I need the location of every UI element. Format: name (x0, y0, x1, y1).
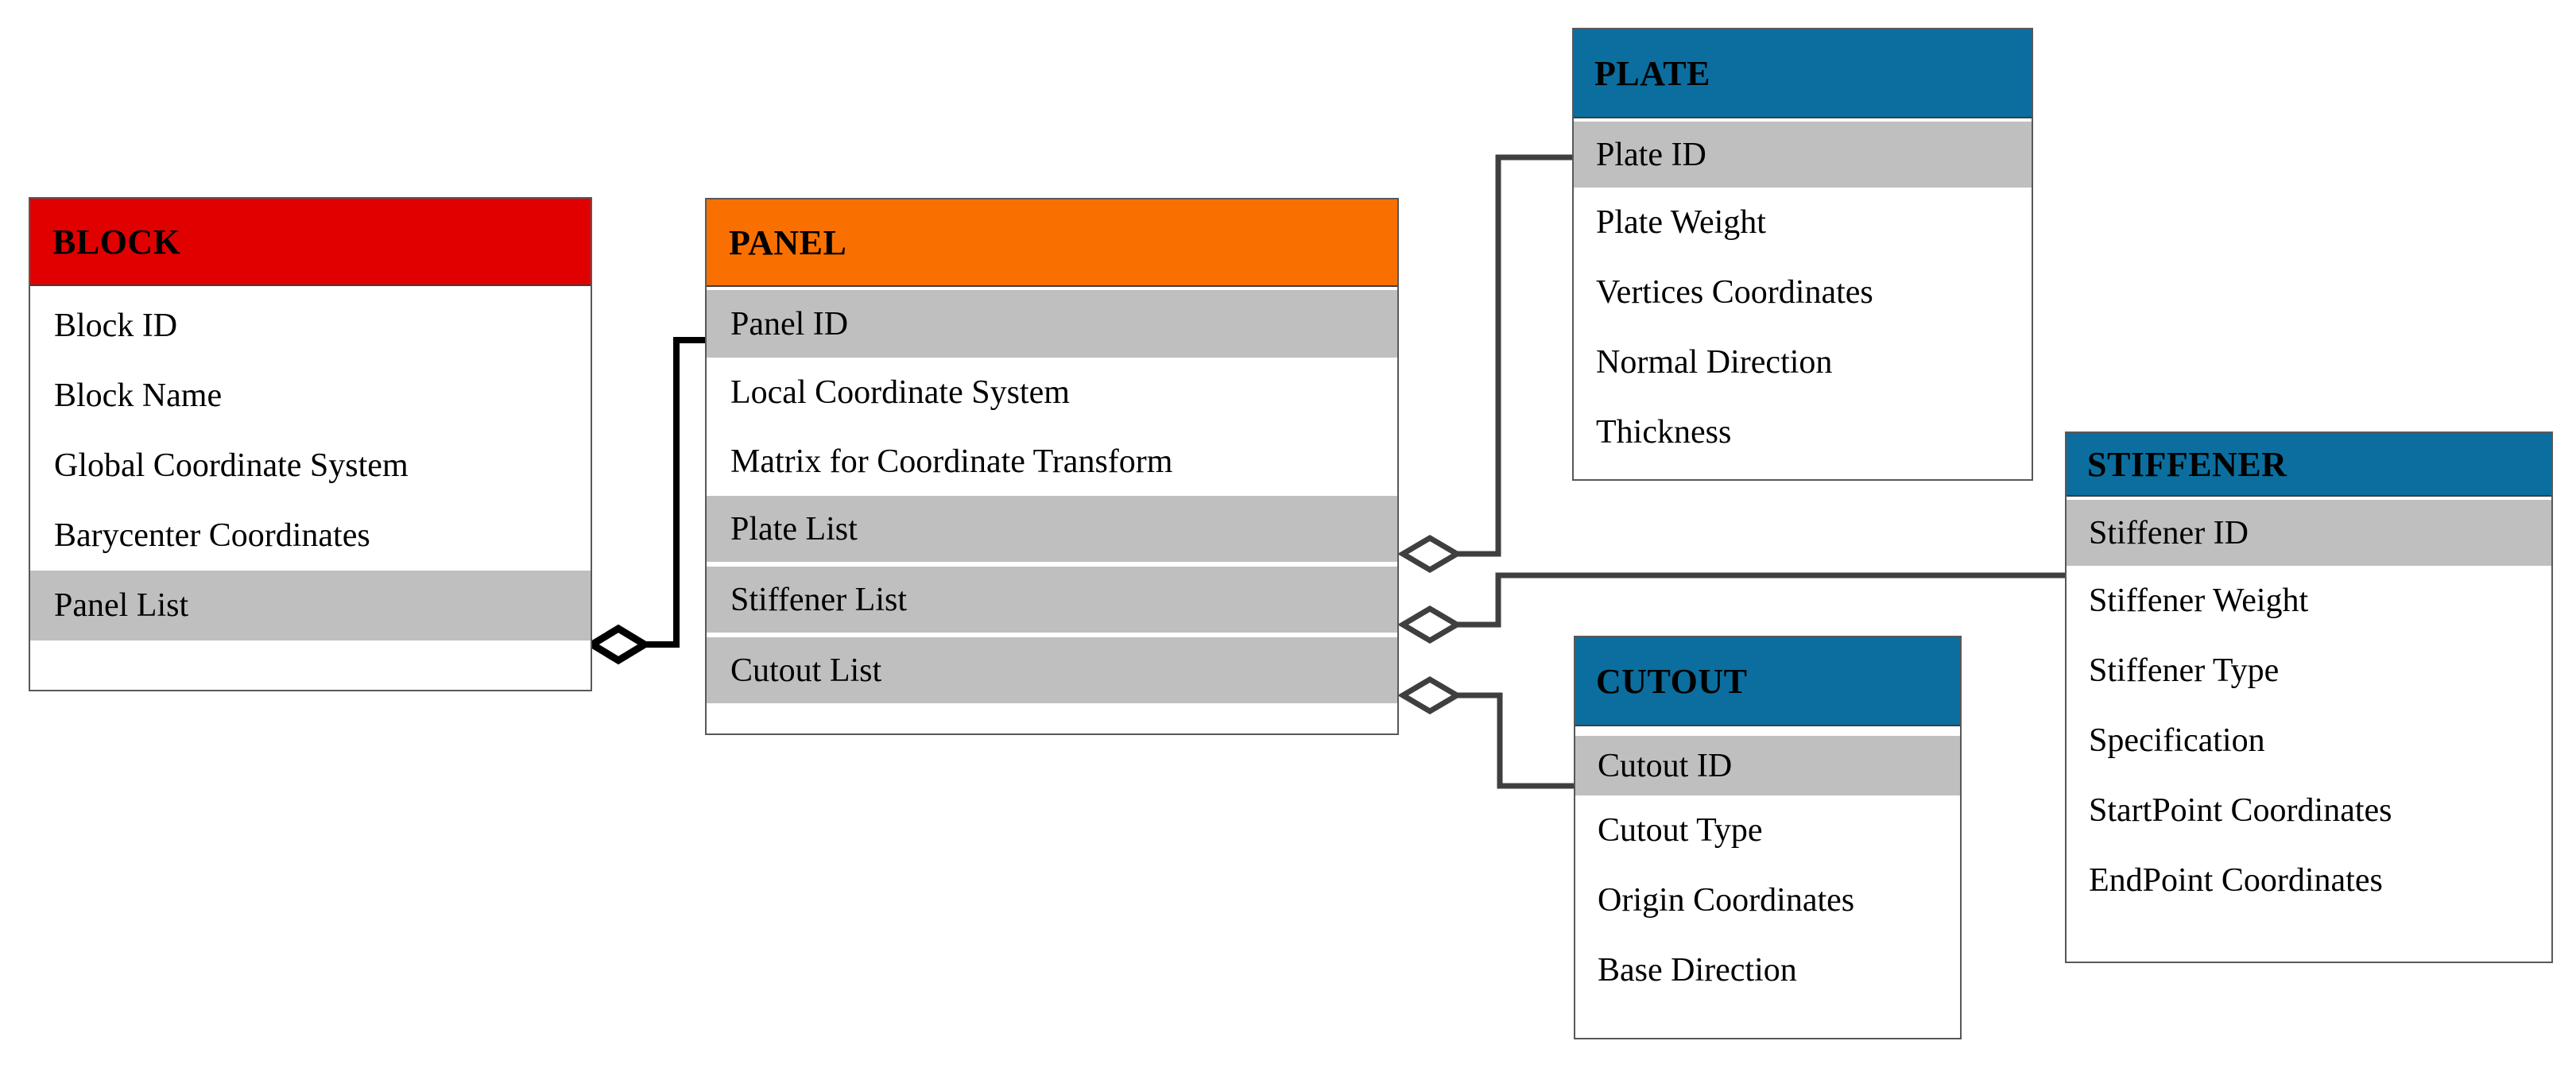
attribute-label: Panel ID (730, 305, 849, 342)
attribute-label: Barycenter Coordinates (54, 517, 370, 554)
connector-block-panel (585, 337, 707, 665)
attribute-row-key[interactable]: Cutout List (707, 637, 1397, 703)
connector-panel-plate (1397, 154, 1574, 574)
attribute-label: StartPoint Coordinates (2089, 792, 2392, 829)
attribute-label: Matrix for Coordinate Transform (730, 443, 1173, 480)
entity-panel[interactable]: PANEL Panel ID Local Coordinate System M… (705, 198, 1399, 735)
attribute-label: Cutout List (730, 652, 882, 689)
attribute-row-key[interactable]: Plate ID (1574, 122, 2032, 188)
entity-plate[interactable]: PLATE Plate ID Plate Weight Vertices Coo… (1572, 28, 2033, 481)
attribute-label: Stiffener ID (2089, 514, 2249, 551)
attribute-row[interactable]: Block ID (30, 291, 591, 361)
entity-stiffener-header: STIFFENER (2067, 433, 2551, 497)
attribute-row[interactable]: Matrix for Coordinate Transform (707, 427, 1397, 496)
attribute-label: EndPoint Coordinates (2089, 862, 2383, 899)
attribute-row-key[interactable]: Cutout ID (1575, 736, 1960, 795)
attribute-row[interactable]: Stiffener Weight (2067, 566, 2551, 636)
attribute-label: Plate ID (1596, 136, 1706, 173)
attribute-row[interactable]: Barycenter Coordinates (30, 501, 591, 571)
attribute-label: Block Name (54, 377, 223, 414)
attribute-label: Cutout ID (1598, 747, 1733, 784)
entity-plate-header: PLATE (1574, 29, 2032, 118)
connector-panel-cutout (1397, 675, 1575, 789)
attribute-row-key[interactable]: Panel List (30, 571, 591, 640)
attribute-label: Thickness (1596, 414, 1732, 451)
attribute-row[interactable]: Cutout Type (1575, 795, 1960, 865)
attribute-label: Local Coordinate System (730, 373, 1070, 411)
attribute-row[interactable]: Normal Direction (1574, 327, 2032, 397)
attribute-label: Specification (2089, 722, 2265, 759)
entity-block-title: BLOCK (52, 222, 181, 261)
attribute-row[interactable]: Block Name (30, 361, 591, 431)
attribute-row[interactable]: EndPoint Coordinates (2067, 846, 2551, 915)
attribute-label: Block ID (54, 308, 178, 344)
attribute-row[interactable]: Vertices Coordinates (1574, 257, 2032, 327)
entity-panel-attributes: Panel ID Local Coordinate System Matrix … (707, 287, 1397, 708)
attribute-row[interactable]: Thickness (1574, 397, 2032, 467)
entity-block[interactable]: BLOCK Block ID Block Name Global Coordin… (29, 197, 592, 691)
entity-stiffener-title: STIFFENER (2087, 444, 2287, 484)
attribute-label: Vertices Coordinates (1596, 274, 1873, 311)
connector-panel-stiffener (1397, 572, 2067, 644)
attribute-label: Base Direction (1598, 952, 1797, 989)
entity-block-attributes: Block ID Block Name Global Coordinate Sy… (30, 286, 591, 645)
attribute-row[interactable]: Origin Coordinates (1575, 865, 1960, 935)
entity-plate-title: PLATE (1594, 53, 1710, 93)
attribute-row[interactable]: Specification (2067, 706, 2551, 776)
attribute-label: Cutout Type (1598, 812, 1763, 849)
attribute-row[interactable]: Global Coordinate System (30, 431, 591, 501)
attribute-label: Global Coordinate System (54, 447, 409, 484)
attribute-row-key[interactable]: Stiffener ID (2067, 500, 2551, 566)
attribute-row-key[interactable]: Stiffener List (707, 567, 1397, 633)
entity-plate-attributes: Plate ID Plate Weight Vertices Coordinat… (1574, 118, 2032, 472)
entity-stiffener[interactable]: STIFFENER Stiffener ID Stiffener Weight … (2065, 432, 2553, 963)
attribute-label: Panel List (54, 587, 189, 624)
attribute-row-key[interactable]: Plate List (707, 496, 1397, 562)
entity-panel-header: PANEL (707, 199, 1397, 287)
aggregation-diamond-block (585, 624, 652, 665)
attribute-label: Origin Coordinates (1598, 882, 1855, 919)
aggregation-diamond-plate (1397, 534, 1462, 574)
attribute-row[interactable]: StartPoint Coordinates (2067, 776, 2551, 846)
attribute-row[interactable]: Local Coordinate System (707, 358, 1397, 427)
entity-panel-title: PANEL (729, 223, 847, 262)
connector-panel-cutout-line (1456, 692, 1575, 789)
attribute-row[interactable]: Base Direction (1575, 935, 1960, 1005)
connector-panel-plate-line (1456, 154, 1574, 557)
attribute-label: Stiffener Type (2089, 652, 2280, 689)
entity-cutout-attributes: Cutout ID Cutout Type Origin Coordinates… (1575, 726, 1960, 1010)
attribute-label: Normal Direction (1596, 344, 1833, 381)
attribute-label: Stiffener List (730, 581, 908, 618)
entity-stiffener-attributes: Stiffener ID Stiffener Weight Stiffener … (2067, 497, 2551, 920)
entity-cutout[interactable]: CUTOUT Cutout ID Cutout Type Origin Coor… (1574, 636, 1962, 1039)
aggregation-diamond-stiffener (1397, 605, 1462, 644)
connector-panel-stiffener-line (1456, 572, 2067, 628)
attribute-label: Stiffener Weight (2089, 582, 2309, 619)
connector-block-panel-line (644, 337, 707, 648)
aggregation-diamond-cutout (1397, 675, 1462, 715)
attribute-label: Plate List (730, 510, 858, 548)
attribute-row[interactable]: Stiffener Type (2067, 636, 2551, 706)
entity-block-header: BLOCK (30, 199, 591, 286)
attribute-row[interactable]: Plate Weight (1574, 188, 2032, 257)
entity-cutout-title: CUTOUT (1596, 661, 1748, 701)
attribute-label: Plate Weight (1596, 204, 1766, 241)
attribute-row-key[interactable]: Panel ID (707, 290, 1397, 358)
entity-cutout-header: CUTOUT (1575, 637, 1960, 726)
